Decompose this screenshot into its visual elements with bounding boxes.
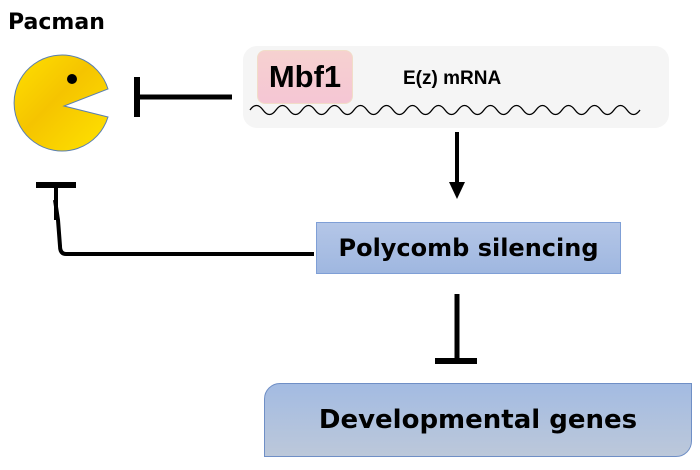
- polycomb-silencing-box: Polycomb silencing: [316, 222, 621, 274]
- inhibition-polycomb-to-developmental-genes: [435, 294, 477, 364]
- inhibition-mrna-to-pacman: [134, 77, 232, 117]
- pacman-icon: [13, 54, 109, 152]
- ez-mrna-label: E(z) mRNA: [403, 68, 502, 89]
- activation-arrow-mrna-to-polycomb: [449, 132, 465, 199]
- mbf1-box: Mbf1: [257, 50, 353, 104]
- polycomb-label: Polycomb silencing: [338, 234, 599, 262]
- pacman-eye-icon: [67, 74, 77, 84]
- mbf1-label: Mbf1: [268, 59, 342, 94]
- pacman-label: Pacman: [8, 10, 105, 35]
- inhibition-polycomb-to-pacman: [36, 182, 314, 256]
- developmental-genes-label: Developmental genes: [318, 405, 638, 435]
- mrna-wave-icon: [249, 104, 641, 116]
- developmental-genes-box: Developmental genes: [264, 383, 692, 457]
